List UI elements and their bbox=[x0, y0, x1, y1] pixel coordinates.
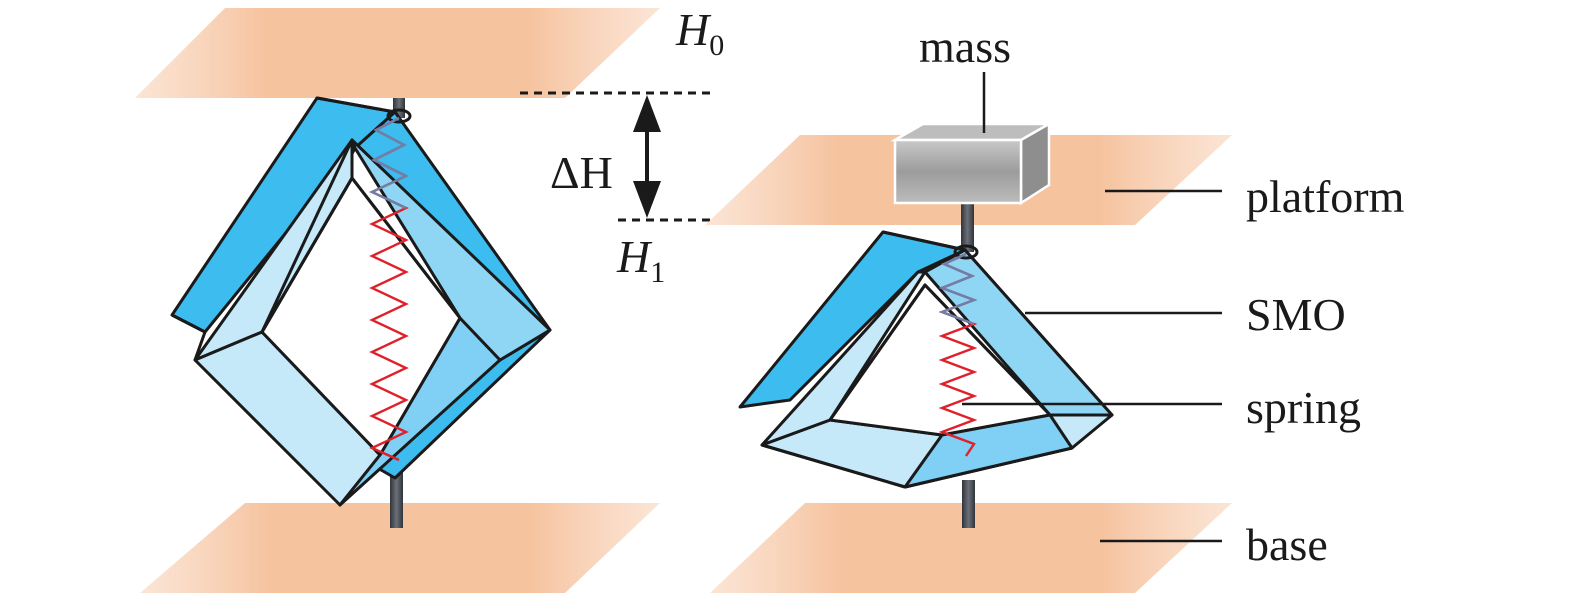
delta-h-label: ΔH bbox=[550, 147, 613, 198]
right-upper-rod bbox=[961, 204, 974, 252]
left-spring-upper-shadow bbox=[369, 116, 409, 210]
h1-label: H1 bbox=[616, 231, 665, 289]
right-lower-rod bbox=[962, 480, 975, 528]
right-spring-upper-shadow bbox=[938, 252, 978, 326]
right-top-ring bbox=[953, 244, 979, 260]
left-assembly bbox=[135, 8, 660, 593]
right-assembly bbox=[705, 121, 1232, 593]
right-base-plate bbox=[710, 503, 1232, 593]
height-dimension: H0 ΔH H1 bbox=[520, 4, 724, 289]
left-top-ring bbox=[386, 108, 412, 124]
spring-label: spring bbox=[1246, 382, 1361, 433]
delta-h-arrow-down-head bbox=[633, 181, 661, 218]
platform-label: platform bbox=[1246, 171, 1405, 222]
right-smo-frame bbox=[738, 230, 1114, 489]
leader-lines bbox=[962, 72, 1222, 543]
base-label: base bbox=[1246, 519, 1328, 570]
top-plate-h0 bbox=[135, 8, 660, 98]
delta-h-arrow-up-head bbox=[633, 95, 661, 132]
left-base-plate bbox=[140, 503, 660, 593]
left-smo-frame bbox=[170, 96, 552, 507]
smo-label: SMO bbox=[1246, 289, 1346, 340]
h0-label: H0 bbox=[675, 4, 724, 62]
mass-label: mass bbox=[919, 21, 1011, 72]
mass-block bbox=[890, 121, 1054, 206]
